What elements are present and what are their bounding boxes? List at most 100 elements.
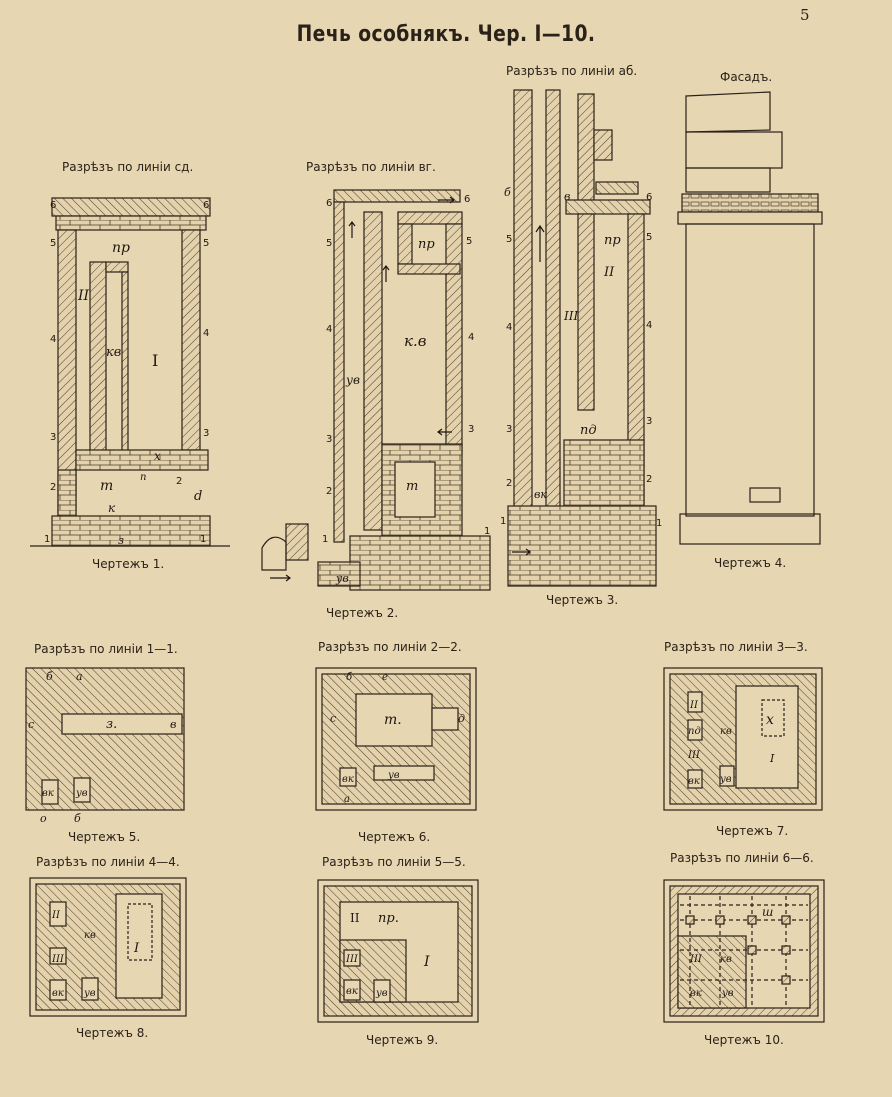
- fig1-mark-n: п: [140, 472, 146, 483]
- fig10-mark-vk: вк: [690, 988, 702, 999]
- fig8-mark-III: III: [51, 954, 65, 965]
- fig9-mark-uv: ув: [375, 988, 388, 999]
- fig1-level-6-left: 6: [50, 200, 56, 211]
- fig1-drawing: [30, 197, 230, 547]
- fig10-section-label: Разрѣзъ по линіи 6—6.: [670, 851, 814, 865]
- fig6-mark-a: а: [344, 794, 350, 805]
- fig2-level-1-right: 1: [484, 526, 490, 537]
- fig1-mark-kv: кв: [106, 345, 121, 360]
- fig2-mark-uv: ув: [345, 373, 360, 387]
- fig3-level-4-right: 4: [646, 320, 652, 331]
- fig5-section-label: Разрѣзъ по линіи 1—1.: [34, 642, 178, 656]
- fig10-mark-uv: ув: [721, 988, 734, 999]
- fig10-mark-sh: ш: [762, 905, 773, 919]
- fig6-mark-uv: ув: [387, 770, 400, 781]
- fig10-drawing: [663, 879, 825, 1023]
- fig5-drawing: [25, 667, 185, 811]
- fig3-level-6-right: 6: [646, 192, 652, 203]
- fig7-mark-x: х: [766, 712, 774, 728]
- fig3-level-1-right: 1: [656, 518, 662, 529]
- fig2-drawing: [261, 189, 491, 591]
- fig1-mark-pr: пр: [112, 240, 130, 256]
- fig3-level-2-right: 2: [646, 474, 652, 485]
- fig3-level-1-left: 1: [500, 516, 506, 527]
- fig1-mark-d: d: [194, 489, 202, 504]
- fig9-mark-II: II: [350, 911, 360, 925]
- fig8-mark-I: I: [133, 941, 140, 956]
- fig6-mark-d: д: [458, 712, 465, 725]
- fig7-caption: Чертежъ 7.: [716, 824, 789, 838]
- fig5-mark-o: о: [40, 812, 47, 825]
- fig7-section-label: Разрѣзъ по линіи 3—3.: [664, 640, 808, 654]
- fig3-level-5-right: 5: [646, 232, 652, 243]
- fig2-mark-kv: к.в: [404, 332, 427, 350]
- fig9-drawing: [317, 879, 479, 1023]
- fig2-level-4-right: 4: [468, 332, 474, 343]
- fig9-caption: Чертежъ 9.: [366, 1033, 439, 1047]
- fig3-mark-b: б: [504, 186, 511, 199]
- fig3-level-5-left: 5: [506, 234, 512, 245]
- fig3-level-3-left: 3: [506, 424, 512, 435]
- fig6-mark-t: т.: [384, 712, 402, 728]
- fig8-drawing: [29, 877, 187, 1017]
- fig2-section-label: Разрѣзъ по линіи вг.: [306, 160, 436, 174]
- fig5-mark-z: з.: [106, 717, 117, 732]
- fig7-mark-kv: кв: [720, 726, 732, 737]
- fig9-mark-vk: вк: [346, 986, 358, 997]
- fig6-mark-e: е: [382, 672, 388, 683]
- fig1-level-2-right: 2: [176, 476, 182, 487]
- fig5-mark-b: б: [46, 670, 53, 683]
- fig5-mark-uv: ув: [75, 788, 88, 799]
- fig1-level-2-left: 2: [50, 482, 56, 493]
- fig1-section-label: Разрѣзъ по линіи сд.: [62, 160, 194, 174]
- fig6-section-label: Разрѣзъ по линіи 2—2.: [318, 640, 462, 654]
- fig3-drawing: [507, 89, 657, 587]
- fig2-level-4-left: 4: [326, 324, 332, 335]
- fig1-mark-k: к: [108, 501, 116, 515]
- fig3-mark-II: II: [603, 265, 615, 280]
- fig1-mark-I: I: [152, 351, 158, 370]
- fig8-mark-II: II: [51, 910, 61, 921]
- fig6-caption: Чертежъ 6.: [358, 830, 431, 844]
- fig8-section-label: Разрѣзъ по линіи 4—4.: [36, 855, 180, 869]
- fig6-mark-s: с: [330, 712, 336, 725]
- fig6-mark-b: б: [346, 672, 353, 683]
- fig1-level-1-right: 1: [200, 534, 206, 545]
- fig8-caption: Чертежъ 8.: [76, 1026, 149, 1040]
- fig2-level-6-right: 6: [464, 194, 470, 205]
- fig9-mark-III: III: [345, 954, 359, 965]
- fig1-mark-z: з: [118, 534, 124, 547]
- fig5-caption: Чертежъ 5.: [68, 830, 141, 844]
- fig1-mark-II: II: [77, 288, 90, 304]
- fig8-mark-vk: вк: [52, 988, 64, 999]
- fig7-mark-II: II: [689, 700, 699, 711]
- fig2-mark-pr: пр: [418, 237, 435, 252]
- fig2-mark-t: т: [406, 479, 418, 494]
- fig1-level-5-right: 5: [203, 238, 209, 249]
- fig2-level-1-left: 1: [322, 534, 328, 545]
- fig7-mark-uv: ув: [719, 774, 732, 785]
- fig3-mark-vk: вк: [534, 488, 547, 501]
- fig10-mark-kv: кв: [720, 954, 732, 965]
- fig1-level-4-right: 4: [203, 328, 209, 339]
- fig9-mark-I: I: [423, 954, 430, 970]
- page-title: Печь особнякъ. Чер. I—10.: [296, 22, 596, 47]
- fig2-level-5-right: 5: [466, 236, 472, 247]
- fig10-caption: Чертежъ 10.: [704, 1033, 784, 1047]
- fig2-level-3-right: 3: [468, 424, 474, 435]
- fig5-mark-v: в: [170, 718, 176, 731]
- fig3-mark-pr: пр: [604, 233, 621, 248]
- fig7-drawing: [663, 667, 823, 811]
- fig3-mark-v: в: [564, 190, 570, 203]
- fig2-level-6-left: 6: [326, 198, 332, 209]
- fig6-drawing: [315, 667, 477, 811]
- fig5-mark-s: с: [28, 718, 34, 731]
- fig2-caption: Чертежъ 2.: [326, 606, 399, 620]
- fig9-section-label: Разрѣзъ по линіи 5—5.: [322, 855, 466, 869]
- fig3-section-label: Разрѣзъ по линіи аб.: [506, 64, 638, 78]
- fig5-mark-b2: б: [74, 812, 81, 825]
- fig8-mark-uv: ув: [83, 988, 96, 999]
- fig3-caption: Чертежъ 3.: [546, 593, 619, 607]
- fig1-caption: Чертежъ 1.: [92, 557, 165, 571]
- fig7-mark-III: III: [687, 750, 701, 761]
